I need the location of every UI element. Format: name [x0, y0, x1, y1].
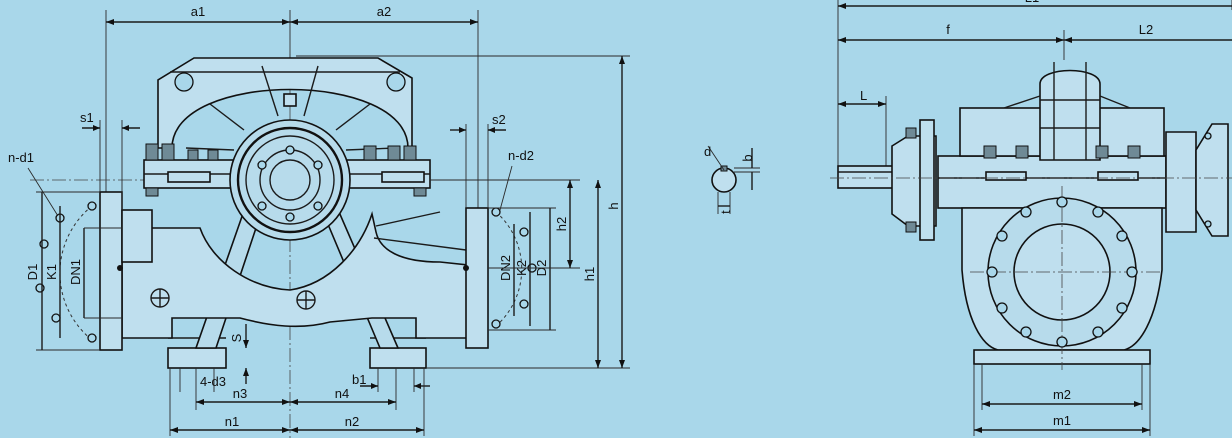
label-m2: m2 [1053, 387, 1071, 402]
label-s: S [229, 333, 244, 342]
label-L2: L2 [1139, 22, 1153, 37]
side-view: L1 f L2 L [830, 0, 1232, 436]
label-K1: K1 [44, 264, 59, 280]
label-a2: a2 [377, 4, 391, 19]
label-s1: s1 [80, 110, 94, 125]
label-f: f [946, 22, 950, 37]
label-n3: n3 [233, 386, 247, 401]
label-D1: D1 [25, 264, 40, 281]
label-b: b [740, 154, 755, 161]
label-n1: n1 [225, 414, 239, 429]
label-h2: h2 [554, 217, 569, 231]
label-DN1: DN1 [68, 259, 83, 285]
label-t: t [718, 210, 733, 214]
split-flange-bolts [145, 143, 427, 197]
label-h: h [606, 202, 621, 209]
label-L1: L1 [1025, 0, 1039, 5]
label-4-d3: 4-d3 [200, 374, 226, 389]
label-d: d [704, 144, 711, 159]
label-b1: b1 [352, 372, 366, 387]
shaft-key-detail: d b t [704, 144, 760, 214]
front-view: a1 a2 [8, 4, 630, 438]
label-a1: a1 [191, 4, 205, 19]
discharge-flange-bolts [986, 196, 1138, 348]
label-n4: n4 [335, 386, 349, 401]
label-n2: n2 [345, 414, 359, 429]
label-L: L [860, 88, 867, 103]
label-h1: h1 [582, 267, 597, 281]
label-m1: m1 [1053, 413, 1071, 428]
label-n-d2: n-d2 [508, 148, 534, 163]
label-n-d1: n-d1 [8, 150, 34, 165]
label-s2: s2 [492, 112, 506, 127]
